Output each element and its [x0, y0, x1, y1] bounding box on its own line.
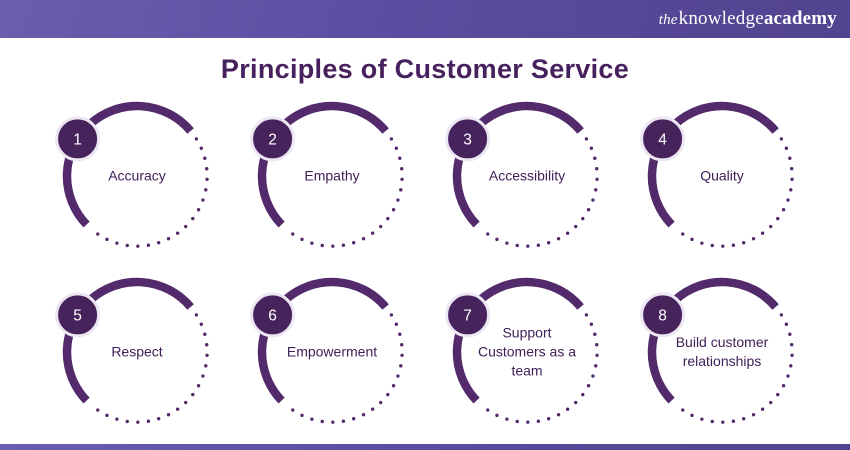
principle-number: 6 — [268, 308, 277, 325]
principle-label: Respect — [111, 343, 163, 360]
principle-number: 3 — [463, 132, 472, 149]
principle-item-6: 6 Empowerment — [247, 267, 417, 437]
principle-number: 1 — [73, 132, 82, 149]
principle-item-5: 5 Respect — [52, 267, 222, 437]
principle-label: Empathy — [304, 167, 360, 184]
logo-academy: academy — [763, 8, 837, 29]
principle-number: 7 — [463, 308, 472, 325]
circle-graphic: 8 — [640, 277, 794, 424]
principle-number: 8 — [658, 308, 667, 325]
circle-graphic: 6 — [250, 277, 404, 424]
principle-label: Accuracy — [108, 167, 166, 184]
principle-label: Support Customers as a team — [477, 324, 577, 379]
brand-logo: theknowledgeacademy — [659, 8, 837, 30]
principle-number: 2 — [268, 132, 277, 149]
number-badge — [55, 292, 101, 338]
number-badge — [250, 116, 296, 162]
principle-number: 4 — [658, 132, 667, 149]
principle-item-1: 1 Accuracy — [52, 91, 222, 261]
number-badge — [55, 116, 101, 162]
logo-knowledge: knowledge — [678, 8, 764, 29]
number-badge — [640, 116, 686, 162]
dotted-arc — [677, 137, 794, 248]
principle-item-4: 4 Quality — [637, 91, 807, 261]
dotted-arc — [92, 137, 209, 248]
footer-bar — [0, 444, 850, 450]
principle-item-2: 2 Empathy — [247, 91, 417, 261]
principle-item-8: 8 Build customer relationships — [637, 267, 807, 437]
principle-label: Build customer relationships — [675, 334, 769, 369]
circle-graphic: 7 — [445, 277, 599, 424]
circle-graphic: 4 — [640, 101, 794, 248]
number-badge — [250, 292, 296, 338]
principle-label: Accessibility — [488, 167, 566, 184]
header-bar: theknowledgeacademy — [0, 0, 850, 38]
principle-item-7: 7 Support Customers as a team — [442, 267, 612, 437]
dotted-arc — [287, 313, 404, 424]
number-badge — [445, 116, 491, 162]
principle-label: Empowerment — [286, 343, 378, 360]
dotted-arc — [482, 137, 599, 248]
principle-label: Quality — [700, 167, 744, 184]
page-title: Principles of Customer Service — [220, 54, 630, 84]
logo-the: the — [658, 12, 678, 28]
principle-item-3: 3 Accessibility — [442, 91, 612, 261]
circle-graphic: 1 — [55, 101, 209, 248]
number-badge — [445, 292, 491, 338]
dotted-arc — [92, 313, 209, 424]
circle-graphic: 5 — [55, 277, 209, 424]
circle-graphic: 3 — [445, 101, 599, 248]
circle-graphic: 2 — [250, 101, 404, 248]
principle-number: 5 — [73, 308, 82, 325]
dotted-arc — [287, 137, 404, 248]
number-badge — [640, 292, 686, 338]
